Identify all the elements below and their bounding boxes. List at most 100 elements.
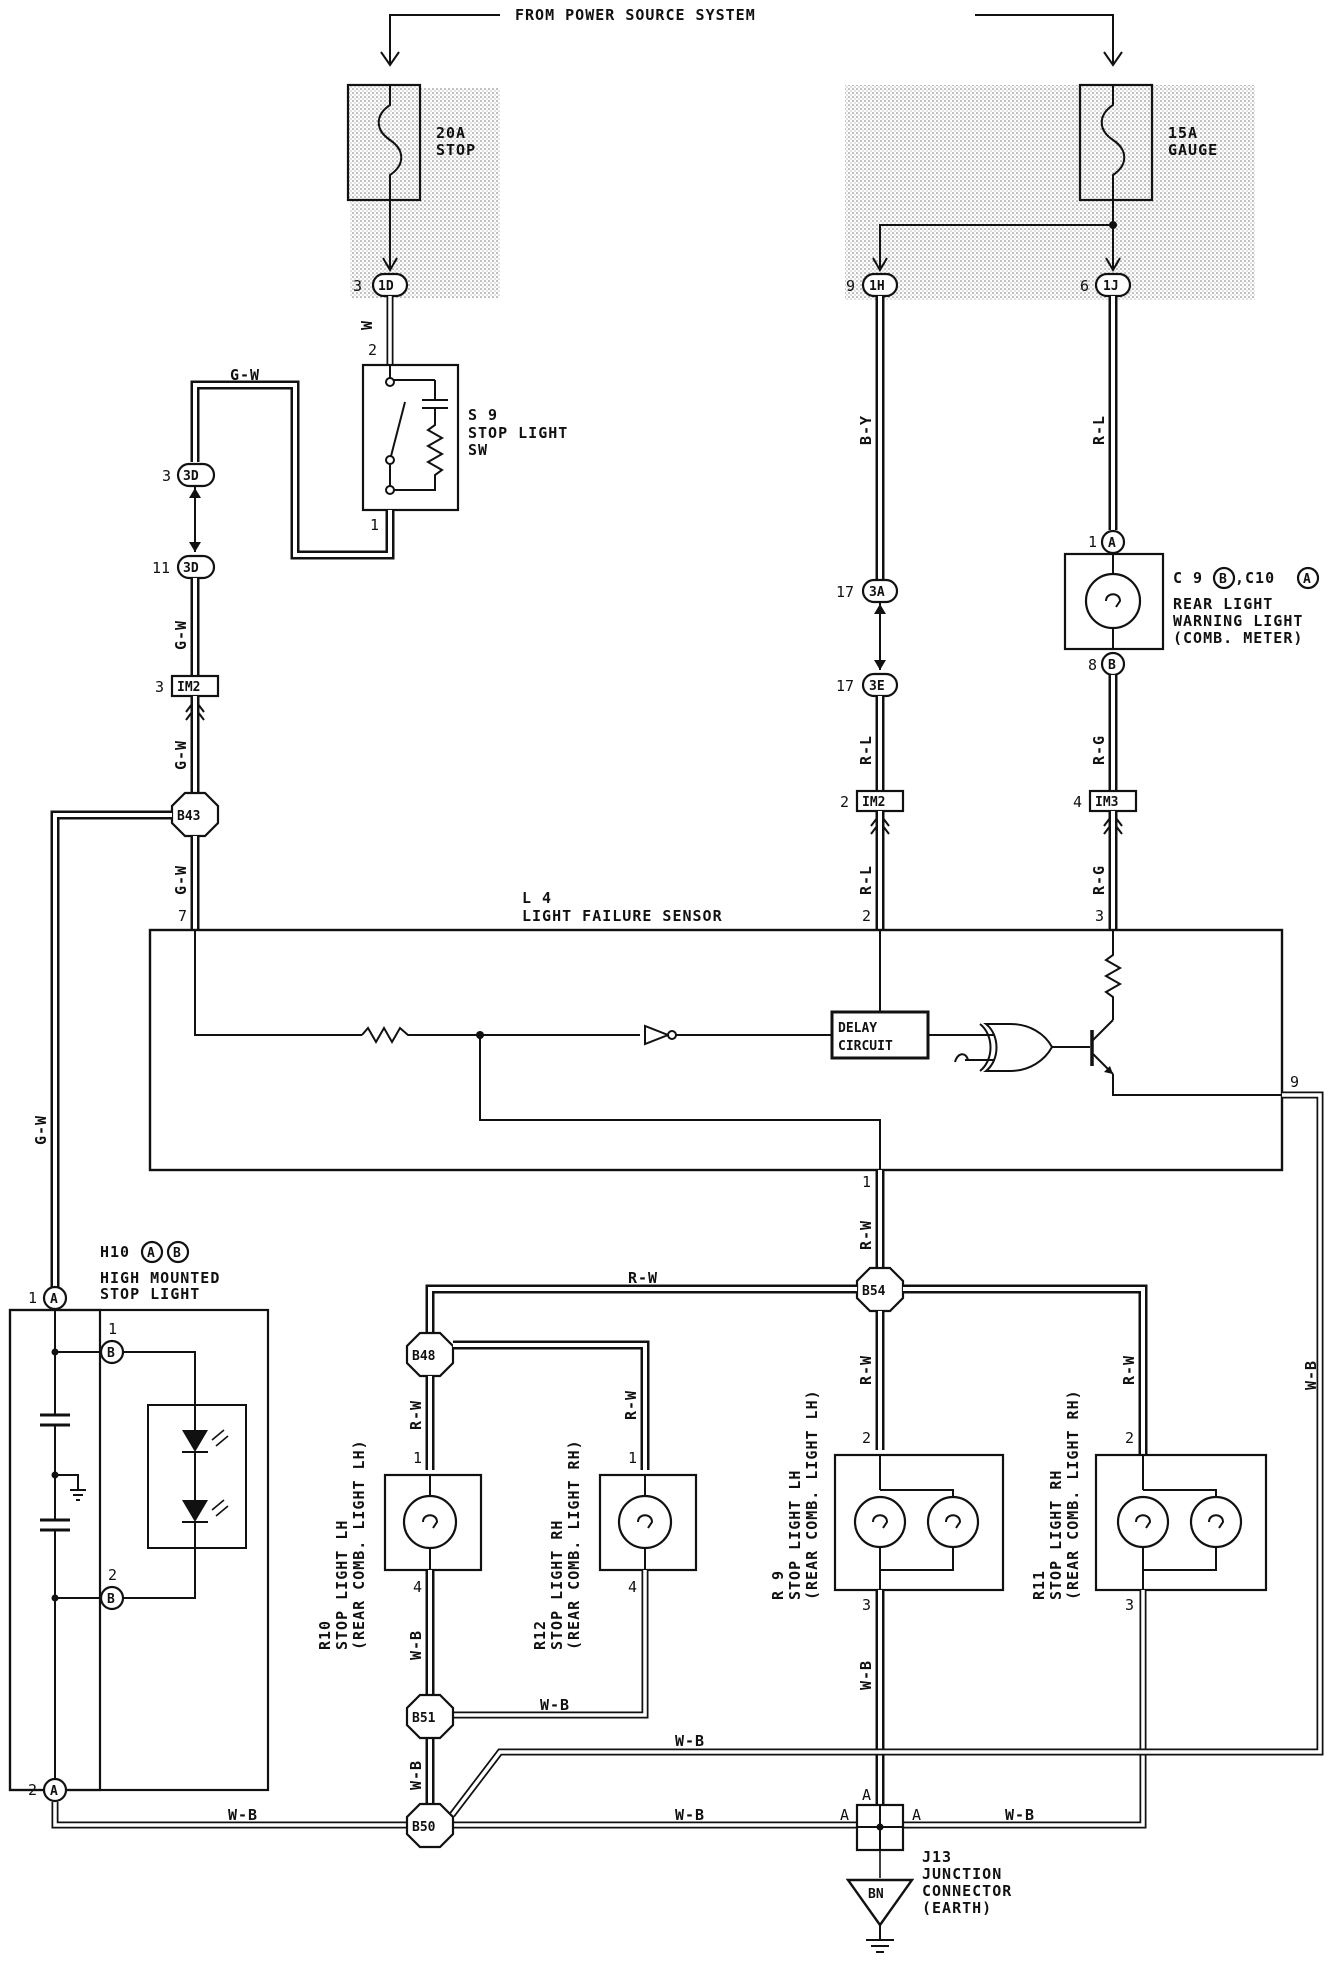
wire-wb-bottom-label: W-B xyxy=(675,1806,705,1824)
wire-gw-top-label: G-W xyxy=(230,366,260,384)
wire-wb-r12-label: W-B xyxy=(540,1696,570,1714)
svg-text:R11: R11 xyxy=(1030,1570,1048,1600)
connector-b-h10-1 xyxy=(99,1339,125,1365)
r11-labels: R11 STOP LIGHT RH (REAR COMB. LIGHT RH) xyxy=(1030,1389,1082,1600)
wb-wires xyxy=(51,1091,1324,1878)
stop-light-r12 xyxy=(598,1473,698,1572)
c9-sep: ,C10 xyxy=(1235,569,1275,587)
junction-b51 xyxy=(405,1693,455,1740)
j13-pin-a-left: A xyxy=(840,1806,849,1824)
pin-s9-1: 1 xyxy=(370,516,379,534)
rear-light-warning-light xyxy=(1063,552,1165,651)
wire-rw-bus-label: R-W xyxy=(628,1269,658,1287)
earth-bn-label: BN xyxy=(868,1887,884,1902)
s9-id: S 9 xyxy=(468,406,498,424)
fuse-15a-rating: 15A xyxy=(1168,124,1198,142)
pin-r9-2: 2 xyxy=(862,1429,871,1447)
j13-pin-a-right: A xyxy=(912,1806,921,1824)
h10-variant-a-label: A xyxy=(147,1246,155,1261)
h10-name-1: HIGH MOUNTED xyxy=(100,1269,220,1287)
wire-wb-b50-label: W-B xyxy=(407,1760,425,1790)
h10-id: H10 xyxy=(100,1243,130,1261)
pin-l4-1: 1 xyxy=(862,1173,871,1191)
connector-1h-label: 1H xyxy=(869,279,885,294)
connector-im3-label: IM3 xyxy=(1095,795,1118,810)
junction-b51-label: B51 xyxy=(412,1711,436,1726)
fuse-20a-stop xyxy=(346,83,422,202)
wire-wb-r9-label: W-B xyxy=(857,1660,875,1690)
arrow-3d-up xyxy=(189,488,201,498)
pin-r9-3: 3 xyxy=(862,1596,871,1614)
wire-gw-label-2: G-W xyxy=(172,620,190,650)
connector-3e-label: 3E xyxy=(869,679,885,694)
connector-a-c9-label: A xyxy=(1108,536,1116,551)
pin-r12-4: 4 xyxy=(628,1578,637,1596)
stop-light-switch xyxy=(361,363,460,512)
s9-name-1: STOP LIGHT xyxy=(468,424,568,442)
j13-id: J13 xyxy=(922,1848,952,1866)
arrow-3d-down xyxy=(189,542,201,552)
svg-text:(REAR COMB. LIGHT RH): (REAR COMB. LIGHT RH) xyxy=(1064,1389,1082,1600)
wire-rw-r12 xyxy=(453,1340,650,1470)
stop-light-r10 xyxy=(383,1473,483,1572)
h10-variant-a xyxy=(140,1240,164,1264)
svg-text:R12: R12 xyxy=(531,1620,549,1650)
svg-text:STOP LIGHT LH: STOP LIGHT LH xyxy=(786,1470,804,1600)
wire-rg-label: R-G xyxy=(1090,735,1108,765)
j13-name-2: CONNECTOR xyxy=(922,1882,1012,1900)
svg-text:STOP LIGHT RH: STOP LIGHT RH xyxy=(548,1520,566,1650)
wire-wb-r11-label: W-B xyxy=(1005,1806,1035,1824)
wire-rg-l4-label: R-G xyxy=(1090,865,1108,895)
connector-a-h10-top-label: A xyxy=(50,1292,58,1307)
junction-b48 xyxy=(405,1331,455,1378)
arrow-1d xyxy=(382,257,398,272)
h10-variant-b-label: B xyxy=(173,1246,181,1261)
junction-b48-label: B48 xyxy=(412,1349,436,1364)
junction-b50-label: B50 xyxy=(412,1820,436,1835)
svg-text:(REAR COMB. LIGHT LH): (REAR COMB. LIGHT LH) xyxy=(350,1439,368,1650)
s9-name-2: SW xyxy=(468,441,488,459)
c10-variant-a-label: A xyxy=(1303,572,1311,587)
wire-rw-r10-label: R-W xyxy=(407,1400,425,1430)
wire-rw-r9-label: R-W xyxy=(857,1355,875,1385)
j13-name-3: (EARTH) xyxy=(922,1899,992,1917)
junction-b43-label: B43 xyxy=(177,809,200,824)
connector-im2-right-label: IM2 xyxy=(862,795,885,810)
pin-h10-b2: 2 xyxy=(108,1566,117,1584)
c9-name-1: REAR LIGHT xyxy=(1173,595,1273,613)
c9-variant-b xyxy=(1212,566,1236,590)
c9-name-3: (COMB. METER) xyxy=(1173,629,1303,647)
connector-a-h10-bottom-label: A xyxy=(50,1784,58,1799)
pin-1h: 9 xyxy=(846,277,855,295)
fuse-15a-gauge xyxy=(1078,83,1154,202)
connector-b-c9-label: B xyxy=(1108,658,1116,673)
svg-text:R 9: R 9 xyxy=(769,1570,787,1600)
wire-wb-r10-label: W-B xyxy=(407,1630,425,1660)
svg-text:(REAR COMB. LIGHT LH): (REAR COMB. LIGHT LH) xyxy=(803,1389,821,1600)
pin-l4-3: 3 xyxy=(1095,907,1104,925)
wire-rw-bus-left xyxy=(425,1284,857,1333)
wire-gw-label-3: G-W xyxy=(172,740,190,770)
wire-rl-l4-label: R-L xyxy=(857,865,875,895)
r10-labels: R10 STOP LIGHT LH (REAR COMB. LIGHT LH) xyxy=(316,1439,368,1650)
junction-block-shade-right xyxy=(845,85,1255,300)
pin-3d-upper: 3 xyxy=(162,467,171,485)
c10-variant-a xyxy=(1296,566,1320,590)
fuse-20a-rating: 20A xyxy=(436,124,466,142)
j13-name-1: JUNCTION xyxy=(922,1865,1002,1883)
pin-s9-2: 2 xyxy=(368,341,377,359)
connector-b-h10-1-label: B xyxy=(107,1346,115,1361)
l4-name: LIGHT FAILURE SENSOR xyxy=(522,907,723,925)
l4-id: L 4 xyxy=(522,889,552,907)
delay-circuit-line-1: DELAY xyxy=(838,1021,877,1036)
wire-wb-l4-label: W-B xyxy=(1302,1360,1320,1390)
pin-h10-b1: 1 xyxy=(108,1320,117,1338)
svg-text:STOP LIGHT LH: STOP LIGHT LH xyxy=(333,1520,351,1650)
connector-3d-upper-label: 3D xyxy=(183,469,199,484)
pin-1j: 6 xyxy=(1080,277,1089,295)
pin-r11-3: 3 xyxy=(1125,1596,1134,1614)
r12-labels: R12 STOP LIGHT RH (REAR COMB. LIGHT RH) xyxy=(531,1439,583,1650)
pin-h10-1: 1 xyxy=(28,1289,37,1307)
wire-rw-l4-label: R-W xyxy=(857,1220,875,1250)
pin-3e: 17 xyxy=(836,677,854,695)
